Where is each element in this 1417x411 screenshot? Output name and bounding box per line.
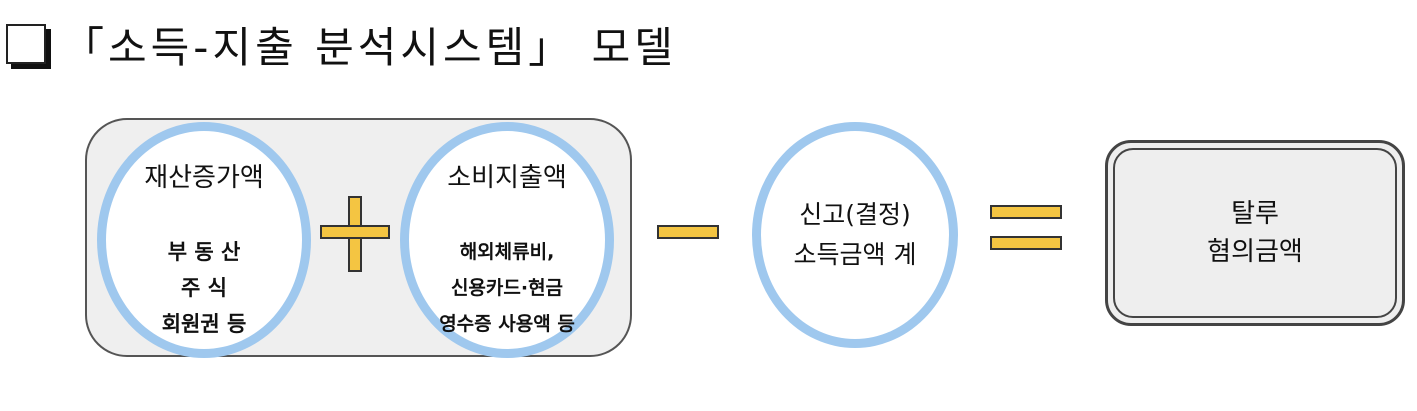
minus-icon	[657, 225, 719, 239]
equals-icon-bottom	[990, 236, 1062, 250]
consumption-spending-circle: 소비지출액 해외체류비, 신용카드·현금 영수증 사용액 등	[400, 122, 614, 358]
plus-icon-horizontal	[320, 225, 390, 239]
wealth-increase-items: 부 동 산 주 식 회원권 등	[161, 240, 247, 336]
page-title: 「소득-지출 분석시스템」 모델	[62, 23, 677, 72]
tax-evasion-label: 탈루 혐의금액	[1113, 148, 1397, 318]
checkbox-icon	[6, 24, 46, 64]
wealth-increase-title: 재산증가액	[144, 163, 264, 193]
consumption-spending-items: 해외체류비, 신용카드·현금 영수증 사용액 등	[439, 241, 575, 335]
tax-evasion-result-box: 탈루 혐의금액	[1105, 140, 1405, 326]
reported-income-circle: 신고(결정) 소득금액 계	[752, 122, 958, 348]
wealth-increase-circle: 재산증가액 부 동 산 주 식 회원권 등	[97, 122, 311, 358]
consumption-spending-title: 소비지출액	[447, 163, 567, 193]
equals-icon-top	[990, 205, 1062, 219]
reported-income-label: 신고(결정) 소득금액 계	[793, 200, 917, 269]
